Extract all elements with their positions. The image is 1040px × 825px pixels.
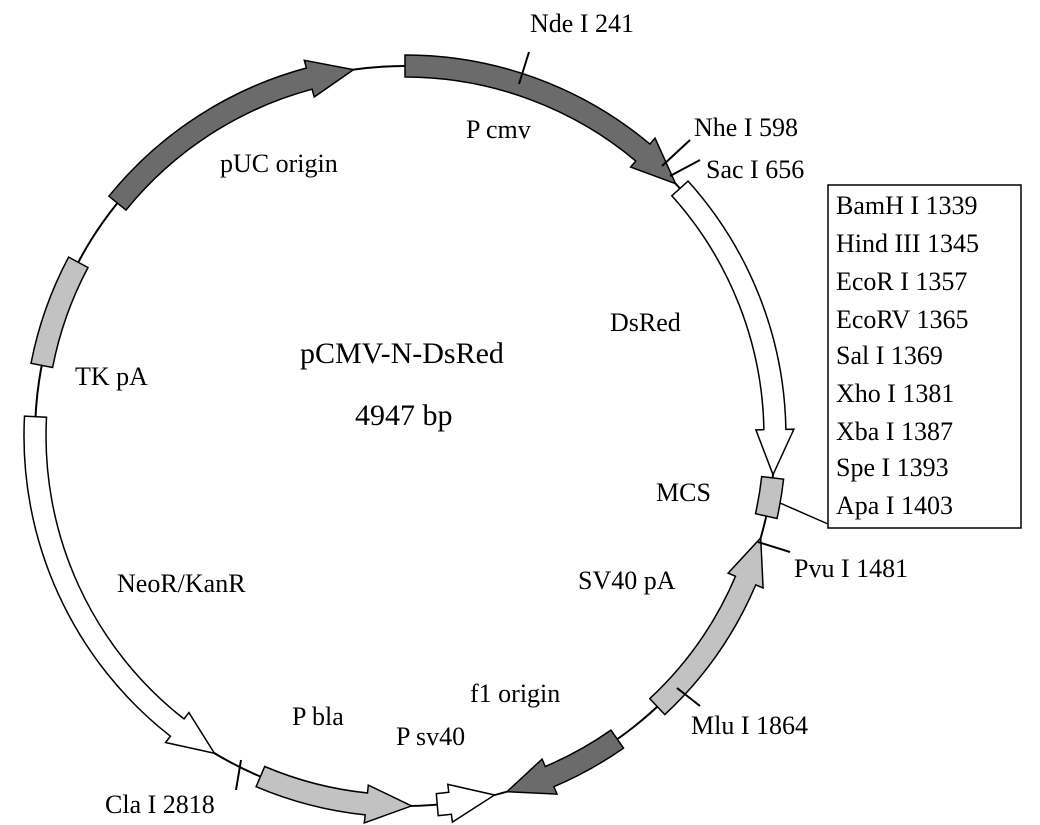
- mcs-site-hind-iii: Hind III 1345: [836, 229, 979, 258]
- site-label-sac-i: Sac I 656: [706, 155, 804, 184]
- label-f1-origin: f1 origin: [470, 679, 560, 708]
- site-label-nhe-i: Nhe I 598: [694, 113, 798, 142]
- feature-arrow-p-sv40: [435, 783, 497, 824]
- tick-sac-i: [669, 159, 701, 177]
- tick-cla-i: [235, 759, 242, 791]
- mcs-site-xho-i: Xho I 1381: [836, 379, 954, 408]
- feature-arrow-dsred: [670, 180, 796, 477]
- tick-pvu-i: [757, 541, 791, 553]
- label-puc-origin: pUC origin: [220, 149, 338, 178]
- label-p-bla: P bla: [292, 702, 344, 731]
- feature-arrows: [23, 54, 796, 825]
- feature-block-tk-pa: [30, 256, 90, 369]
- label-neor-kanr: NeoR/KanR: [117, 569, 246, 598]
- mcs-site-bamh-i: BamH I 1339: [836, 191, 978, 220]
- feature-arrow-p-bla: [255, 765, 414, 825]
- plasmid-size: 4947 bp: [355, 399, 453, 432]
- tick-nhe-i: [661, 139, 691, 167]
- label-p-sv40: P sv40: [396, 722, 465, 751]
- mcs-site-sal-i: Sal I 1369: [836, 341, 943, 370]
- mcs-site-ecor-i: EcoR I 1357: [836, 267, 967, 296]
- mcs-site-spe-i: Spe I 1393: [836, 453, 949, 482]
- mcs-site-xba-i: Xba I 1387: [836, 417, 953, 446]
- label-p-cmv: P cmv: [466, 115, 531, 144]
- site-ticks: [235, 51, 791, 791]
- feature-arrow-sv40-pa: [648, 536, 764, 716]
- feature-block-mcs: [754, 475, 785, 520]
- mcs-site-apa-i: Apa I 1403: [836, 491, 953, 520]
- mcs-box: [827, 184, 1022, 529]
- site-label-mlu-i: Mlu I 1864: [691, 711, 808, 740]
- mcs-connector: [779, 502, 829, 525]
- feature-arrow-neor-kanr: [23, 415, 216, 755]
- feature-arrow-f1-origin: [505, 729, 625, 795]
- label-mcs: MCS: [656, 478, 711, 507]
- site-label-cla-i: Cla I 2818: [105, 790, 215, 819]
- mcs-site-ecorv: EcoRV 1365: [836, 305, 969, 334]
- tick-nde-i: [518, 51, 530, 85]
- label-sv40-pa: SV40 pA: [578, 566, 676, 595]
- label-dsred: DsRed: [610, 308, 681, 337]
- label-tk-pa: TK pA: [75, 362, 148, 391]
- site-label-pvu-i: Pvu I 1481: [794, 554, 908, 583]
- site-label-nde-i: Nde I 241: [530, 9, 634, 38]
- plasmid-name: pCMV-N-DsRed: [300, 337, 504, 370]
- feature-arrow-p-cmv: [404, 54, 678, 186]
- feature-arrow-puc-origin: [107, 59, 356, 212]
- tick-mlu-i: [676, 687, 701, 707]
